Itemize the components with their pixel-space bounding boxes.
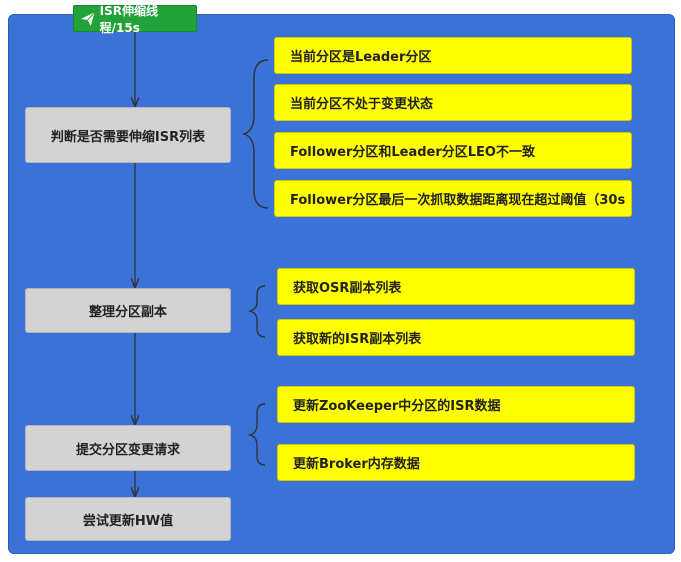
note-text: 获取OSR副本列表: [293, 281, 402, 296]
step-label: 整理分区副本: [88, 305, 167, 320]
step-organize-replicas: 整理分区副本: [25, 288, 231, 333]
note-text: Follower分区和Leader分区LEO不一致: [290, 145, 535, 160]
trigger-label: ISR伸缩线程/15s: [99, 3, 158, 35]
condition-fetch-timeout: Follower分区最后一次抓取数据距离现在超过阈值（30s: [274, 180, 632, 217]
action-get-new-isr-list: 获取新的ISR副本列表: [277, 319, 635, 356]
note-text: Follower分区最后一次抓取数据距离现在超过阈值（30s: [290, 193, 626, 208]
note-text: 获取新的ISR副本列表: [293, 332, 422, 347]
action-get-osr-list: 获取OSR副本列表: [277, 268, 635, 305]
note-text: 当前分区不处于变更状态: [290, 97, 434, 112]
step-update-hw: 尝试更新HW值: [25, 497, 231, 541]
brace-step1: [241, 59, 269, 209]
note-text: 当前分区是Leader分区: [290, 50, 432, 65]
brace-step3: [247, 403, 266, 466]
step-check-isr-shrink: 判断是否需要伸缩ISR列表: [25, 107, 231, 163]
step-label: 判断是否需要伸缩ISR列表: [50, 129, 206, 145]
isr-shrink-thread-trigger[interactable]: ISR伸缩线程/15s: [73, 4, 197, 35]
step-label: 尝试更新HW值: [82, 513, 174, 529]
note-text: 更新ZooKeeper中分区的ISR数据: [293, 399, 501, 414]
brace-step2: [247, 285, 266, 338]
condition-leo-mismatch: Follower分区和Leader分区LEO不一致: [274, 132, 632, 169]
note-text: 更新Broker内存数据: [293, 457, 420, 472]
action-update-zookeeper-isr: 更新ZooKeeper中分区的ISR数据: [277, 386, 635, 423]
step-label: 提交分区变更请求: [75, 442, 180, 458]
paper-plane-icon: [80, 11, 96, 26]
action-update-broker-memory: 更新Broker内存数据: [277, 444, 635, 481]
condition-not-changing: 当前分区不处于变更状态: [274, 84, 632, 121]
step-submit-partition-change: 提交分区变更请求: [25, 425, 231, 471]
condition-is-leader: 当前分区是Leader分区: [274, 37, 632, 74]
